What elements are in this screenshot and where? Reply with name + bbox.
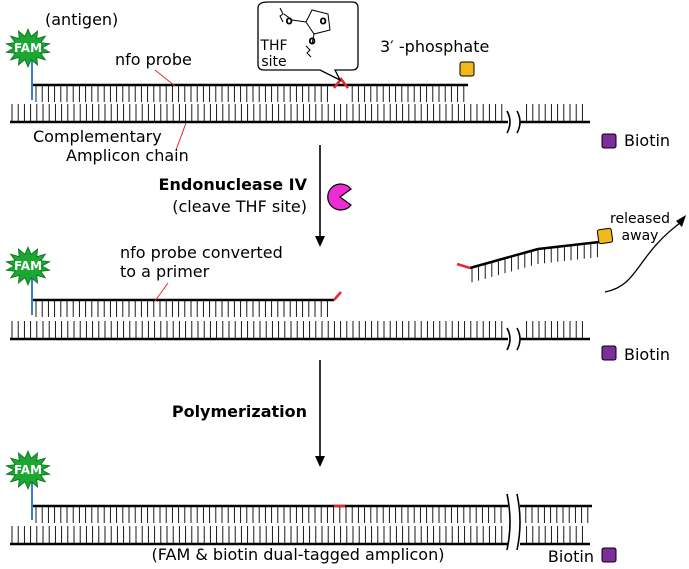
released-fragment: [456, 227, 614, 283]
converted-label-line1: nfo probe converted: [120, 243, 283, 262]
thf-label-line2: site: [261, 54, 286, 70]
complementary-label-line2: Amplicon chain: [66, 146, 189, 165]
phosphate-label: 3′ -phosphate: [380, 37, 489, 56]
fam-star-icon: [5, 450, 51, 490]
svg-text:O: O: [320, 17, 326, 26]
thf-site-mark: [333, 76, 349, 89]
antigen-label: (antigen): [45, 10, 118, 29]
converted-leader: [154, 282, 169, 302]
fam-label: FAM: [14, 259, 42, 273]
fam-star-icon: [5, 28, 51, 68]
phosphate-square-icon: [459, 61, 475, 77]
polymerization-label: Polymerization: [172, 402, 307, 421]
complementary-2-bases: [11, 321, 583, 338]
released-bases: [471, 242, 598, 283]
thf-structure-icon: O O O: [279, 7, 331, 58]
complementary-label-line1: Complementary: [33, 127, 162, 146]
biotin-label: Biotin: [624, 345, 670, 364]
released-label-line1: released: [610, 211, 670, 227]
released-away-arrow: [604, 219, 685, 293]
extended-bases: [35, 507, 589, 523]
panel-2: FAM nfo probe converted to a primer rele…: [5, 211, 686, 364]
converted-label-line2: to a primer: [120, 262, 210, 281]
complementary-1-bases: [11, 104, 583, 121]
biotin-square-icon: [601, 345, 617, 361]
biotin-square-icon: [601, 133, 617, 149]
biotin-label: Biotin: [624, 131, 670, 150]
biotin-label: Biotin: [548, 547, 594, 566]
panel-1: FAM (antigen) nfo probe O O O THF site 3…: [5, 1, 670, 165]
thf-label-line1: THF: [259, 38, 287, 54]
cleave-label: (cleave THF site): [172, 197, 307, 216]
strand-break-icon: [506, 327, 521, 351]
primer-bases: [35, 301, 328, 317]
nfo-probe-leader: [154, 69, 176, 87]
fam-star-icon: [5, 246, 51, 286]
fam-label: FAM: [14, 463, 42, 477]
dual-tagged-label: (FAM & biotin dual-tagged amplicon): [152, 545, 445, 564]
nfo-probe-label: nfo probe: [115, 50, 192, 69]
endonuclease-label: Endonuclease IV: [159, 175, 308, 194]
released-arrowhead: [676, 215, 686, 227]
complementary-3-bases: [11, 526, 583, 543]
cleaved-end-mark: [333, 291, 342, 301]
biotin-square-icon: [601, 547, 617, 563]
fam-label: FAM: [14, 41, 42, 55]
panel-3: FAM (FAM & biotin dual-tagged amplicon) …: [5, 450, 617, 566]
strand-break-icon: [506, 110, 521, 134]
svg-text:O: O: [286, 17, 292, 26]
complementary-leader: [175, 122, 187, 151]
phosphate-square-icon: [596, 227, 614, 245]
svg-text:O: O: [309, 37, 315, 46]
probe-1-bases: [35, 86, 465, 102]
step-arrow-1: Endonuclease IV (cleave THF site): [159, 145, 352, 247]
released-label-line2: away: [622, 228, 659, 244]
step-arrow-2: Polymerization: [172, 360, 325, 467]
strand-break-icon: [506, 493, 521, 551]
endonuclease-pacman-icon: [327, 183, 352, 211]
